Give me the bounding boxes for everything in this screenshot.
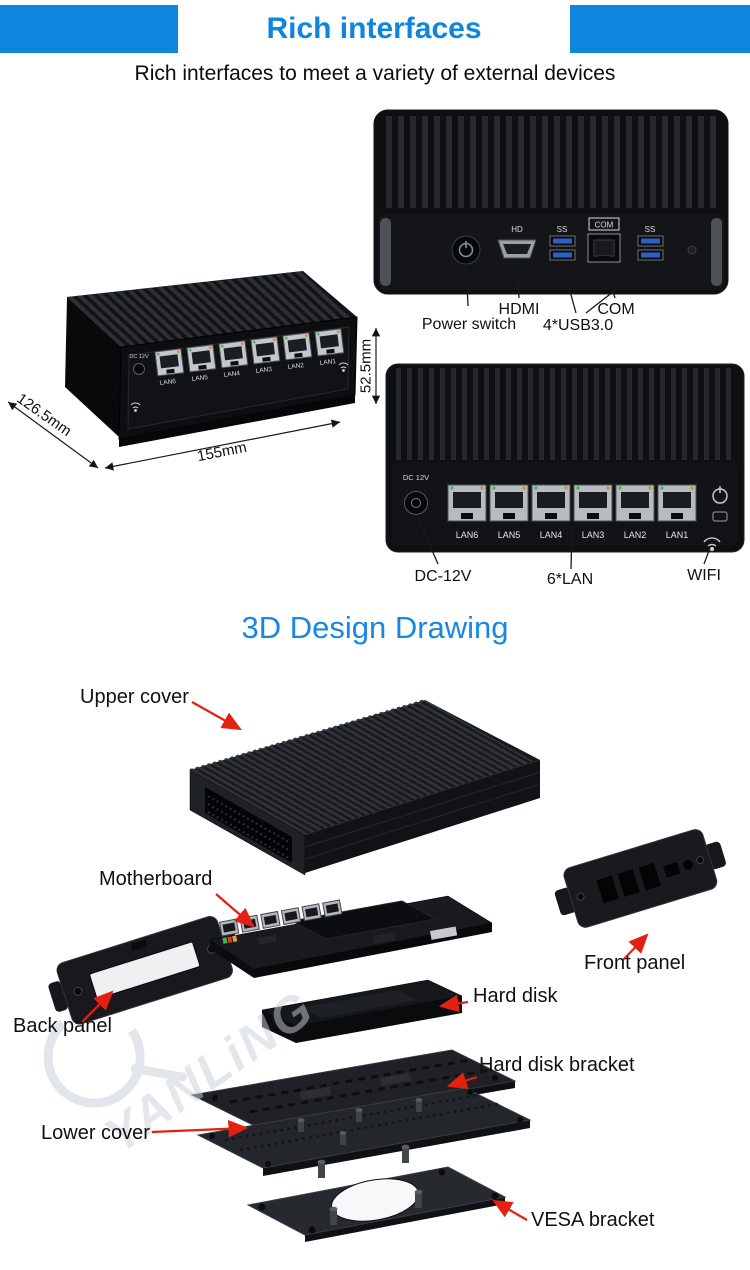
lan-callout-label: 6*LAN [546,571,594,588]
lan-label: LAN2 [624,530,647,540]
lan-port [186,344,217,373]
power-callout-label: Power switch [421,316,517,333]
banner-bar-left [0,5,178,53]
lan-port [218,340,249,369]
lan-label: LAN5 [498,530,521,540]
callout-lines [417,257,711,570]
lan-label: LAN2 [287,362,304,371]
upper-cover-part [189,699,541,876]
hard-disk-part [261,979,463,1043]
front-panel-label: Front panel [584,952,686,974]
power-button [451,235,481,265]
wifi-callout-label: WIFI [687,567,721,584]
pointer-arrows [81,701,649,1221]
usb-callout-label: 4*USB3.0 [542,317,614,334]
antenna-hole [687,245,697,255]
exploded-view-diagram: YANLiNG [43,699,726,1242]
lan-label: LAN4 [223,370,240,379]
height-dimension-label: 52.5mm [357,338,375,394]
lan-label: LAN4 [540,530,563,540]
lan-label: LAN6 [159,378,176,387]
lan-port [447,484,487,522]
lan-label: LAN6 [456,530,479,540]
lan-port [154,348,185,377]
dc-jack [133,363,145,375]
motherboard-part [209,895,493,978]
lan-port [531,484,571,522]
lower-cover-label: Lower cover [41,1122,150,1144]
hdd-bracket-label: Hard disk bracket [479,1054,635,1076]
section-subtitle: Rich interfaces to meet a variety of ext… [134,62,616,85]
photo-callouts-overlay [7,257,711,570]
lower-cover-part [196,1087,532,1176]
dc-marking: DC 12V [129,354,149,360]
com-port [587,233,621,263]
lan-port [615,484,655,522]
lan-port [573,484,613,522]
front-panel-part [554,829,726,928]
usb-ports-right [637,235,664,261]
angled-view-photo: DC 12V LAN6 LAN5 LAN4 LAN3 [65,271,358,447]
front-view-photo: DC 12V LAN6 LAN5 LAN [385,363,745,553]
wifi-icon [703,537,721,552]
banner-bar-right [570,5,750,53]
design-section-title: 3D Design Drawing [241,610,509,645]
hard-disk-label: Hard disk [473,985,558,1007]
dc-jack [404,491,428,515]
vesa-bracket-label: VESA bracket [531,1209,655,1231]
lan-label: LAN1 [319,358,336,367]
side-face [65,297,121,437]
lan-port [657,484,697,522]
back-panel-label: Back panel [13,1015,112,1037]
usb-marking-right: SS [645,225,656,234]
lan-label: LAN1 [666,530,689,540]
lan-port [489,484,529,522]
lan-label: LAN3 [582,530,605,540]
drive-led-icon [712,511,728,522]
rear-view-photo: HD SS COM SS [373,109,729,295]
hdmi-port [497,239,537,259]
lan-port [314,328,345,357]
mb-lan-block [218,899,343,944]
power-led-icon [712,486,728,504]
wifi-icon [130,402,141,412]
dimension-lines [7,328,381,471]
com-callout-label: COM [597,301,635,318]
com-marking: COM [595,221,614,230]
banner-title: Rich interfaces [266,12,482,45]
hdmi-callout-label: HDMI [498,301,540,318]
back-panel-part [48,916,241,1025]
lan-port [250,336,281,365]
upper-cover-label: Upper cover [80,686,189,708]
lan-label: LAN3 [255,366,272,375]
com-marking-box [588,217,620,231]
usb-ports-left [549,235,576,261]
standoff-posts [297,1098,423,1145]
lan-label: LAN5 [191,374,208,383]
motherboard-label: Motherboard [99,868,213,890]
usb-marking-left: SS [557,225,568,234]
vesa-bracket-part [246,1144,507,1242]
hdmi-marking: HD [511,225,523,234]
wifi-icon [338,362,349,372]
lan-port [282,332,313,361]
dc-callout-label: DC-12V [414,568,472,585]
dc-marking: DC 12V [403,473,429,482]
